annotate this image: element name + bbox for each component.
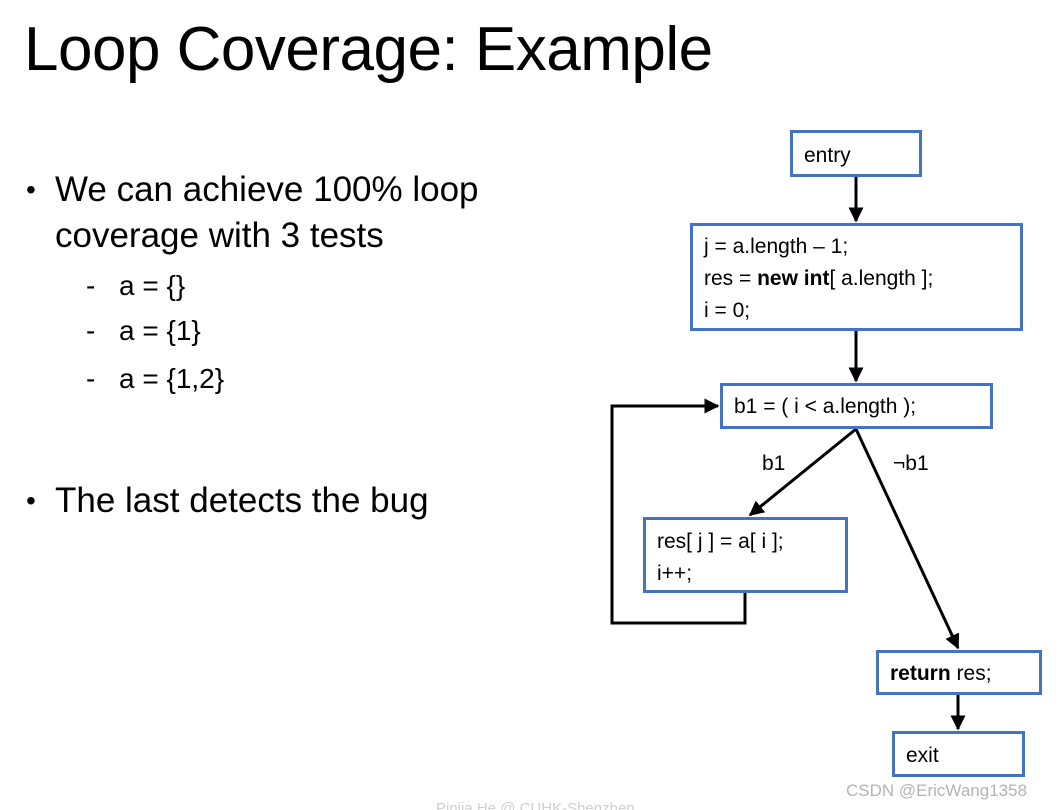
node-exit-label: exit [906, 744, 939, 767]
bullet-text-line: coverage with 3 tests [55, 216, 384, 255]
edge-body-back-to-cond [610, 398, 747, 625]
bullet-text-line: The last detects the bug [55, 481, 429, 520]
edge-cond-to-return [854, 428, 960, 650]
node-entry-label: entry [804, 144, 851, 167]
bullet-item-coverage: • We can achieve 100% loop coverage with… [26, 167, 546, 259]
bullet-text-line: We can achieve 100% loop [55, 170, 479, 209]
code-token: res = [704, 267, 758, 290]
bullet-glyph: • [26, 485, 36, 516]
flow-node-init: j = a.length – 1; res = new int[ a.lengt… [690, 223, 1023, 331]
edge-cond-to-body [748, 427, 857, 517]
test-case-text: a = {1} [119, 315, 201, 346]
code-line: i = 0; [704, 295, 1020, 327]
code-token: j = a.length – 1; [704, 235, 849, 258]
sub-bullet-glyph: - [86, 315, 96, 346]
code-line: i++; [657, 562, 693, 585]
test-case-item: -a = {1,2} [86, 361, 224, 397]
bullet-item-bug: • The last detects the bug [26, 478, 546, 524]
sub-bullet-glyph: - [86, 270, 96, 301]
edge-label-false: ¬b1 [893, 452, 929, 475]
code-token: i = 0; [704, 299, 751, 322]
flow-node-return: return res; [876, 650, 1042, 695]
flow-node-entry: entry [790, 130, 922, 177]
code-line: res[ j ] = a[ i ]; [657, 530, 784, 553]
bullet-text: We can achieve 100% loop coverage with 3… [55, 167, 479, 259]
test-case-item: -a = {} [86, 268, 185, 304]
code-line: b1 = ( i < a.length ); [734, 395, 917, 418]
test-case-text: a = {1,2} [119, 363, 225, 394]
slide-footer: Pinjia He @ CUHK-Shenzhen [436, 800, 635, 810]
edge-label-true: b1 [762, 452, 786, 475]
bullet-glyph: • [26, 174, 36, 205]
sub-bullet-glyph: - [86, 363, 96, 394]
code-token: res; [950, 662, 992, 685]
watermark-text: CSDN @EricWang1358 [846, 781, 1028, 800]
code-token: [ a.length ]; [829, 267, 934, 290]
code-line: res = new int[ a.length ]; [704, 263, 1020, 295]
bullet-text: The last detects the bug [55, 478, 429, 524]
flow-node-exit: exit [892, 731, 1025, 777]
slide-title: Loop Coverage: Example [24, 15, 713, 84]
code-keyword: return [890, 662, 951, 685]
code-line: j = a.length – 1; [704, 231, 1020, 263]
code-keyword: new int [757, 267, 830, 290]
flow-node-loop-body: res[ j ] = a[ i ]; i++; [643, 517, 848, 593]
test-case-item: -a = {1} [86, 313, 201, 349]
test-case-text: a = {} [119, 270, 186, 301]
flow-node-condition: b1 = ( i < a.length ); [720, 383, 993, 429]
